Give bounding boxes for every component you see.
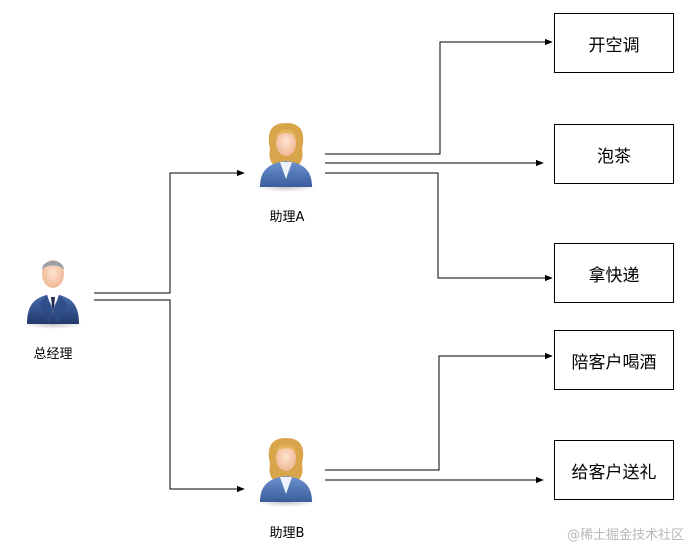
task-label: 泡茶 [597, 146, 631, 167]
task-label: 给客户送礼 [571, 462, 657, 483]
connector-a-to-task-1 [325, 38, 553, 155]
connector-manager-to-assistant-b [94, 299, 245, 493]
task-box-drinking: 陪客户喝酒 [554, 330, 674, 390]
manager-label: 总经理 [33, 347, 73, 362]
assistant-a-avatar-icon [256, 123, 316, 192]
task-box-delivery: 拿快递 [554, 243, 674, 303]
manager-connectors [94, 169, 245, 493]
task-label: 拿快递 [588, 265, 640, 286]
task-box-tea: 泡茶 [554, 124, 674, 184]
task-label: 陪客户喝酒 [571, 352, 657, 373]
manager-avatar-icon [23, 260, 83, 329]
connector-b-to-task-4 [325, 352, 553, 471]
assistant-a-label: 助理A [269, 210, 305, 225]
task-label: 开空调 [588, 35, 640, 56]
assistant-b-label: 助理B [269, 526, 305, 541]
task-box-gift: 给客户送礼 [554, 440, 674, 500]
connector-manager-to-assistant-a [94, 169, 245, 294]
connector-a-to-task-3 [325, 172, 553, 282]
watermark: @稀土掘金技术社区 [566, 528, 684, 543]
assistant-b-avatar-icon [256, 438, 316, 507]
assistant-a-connectors [325, 38, 553, 282]
assistant-b-connectors [325, 352, 553, 484]
task-box-ac: 开空调 [554, 13, 674, 73]
